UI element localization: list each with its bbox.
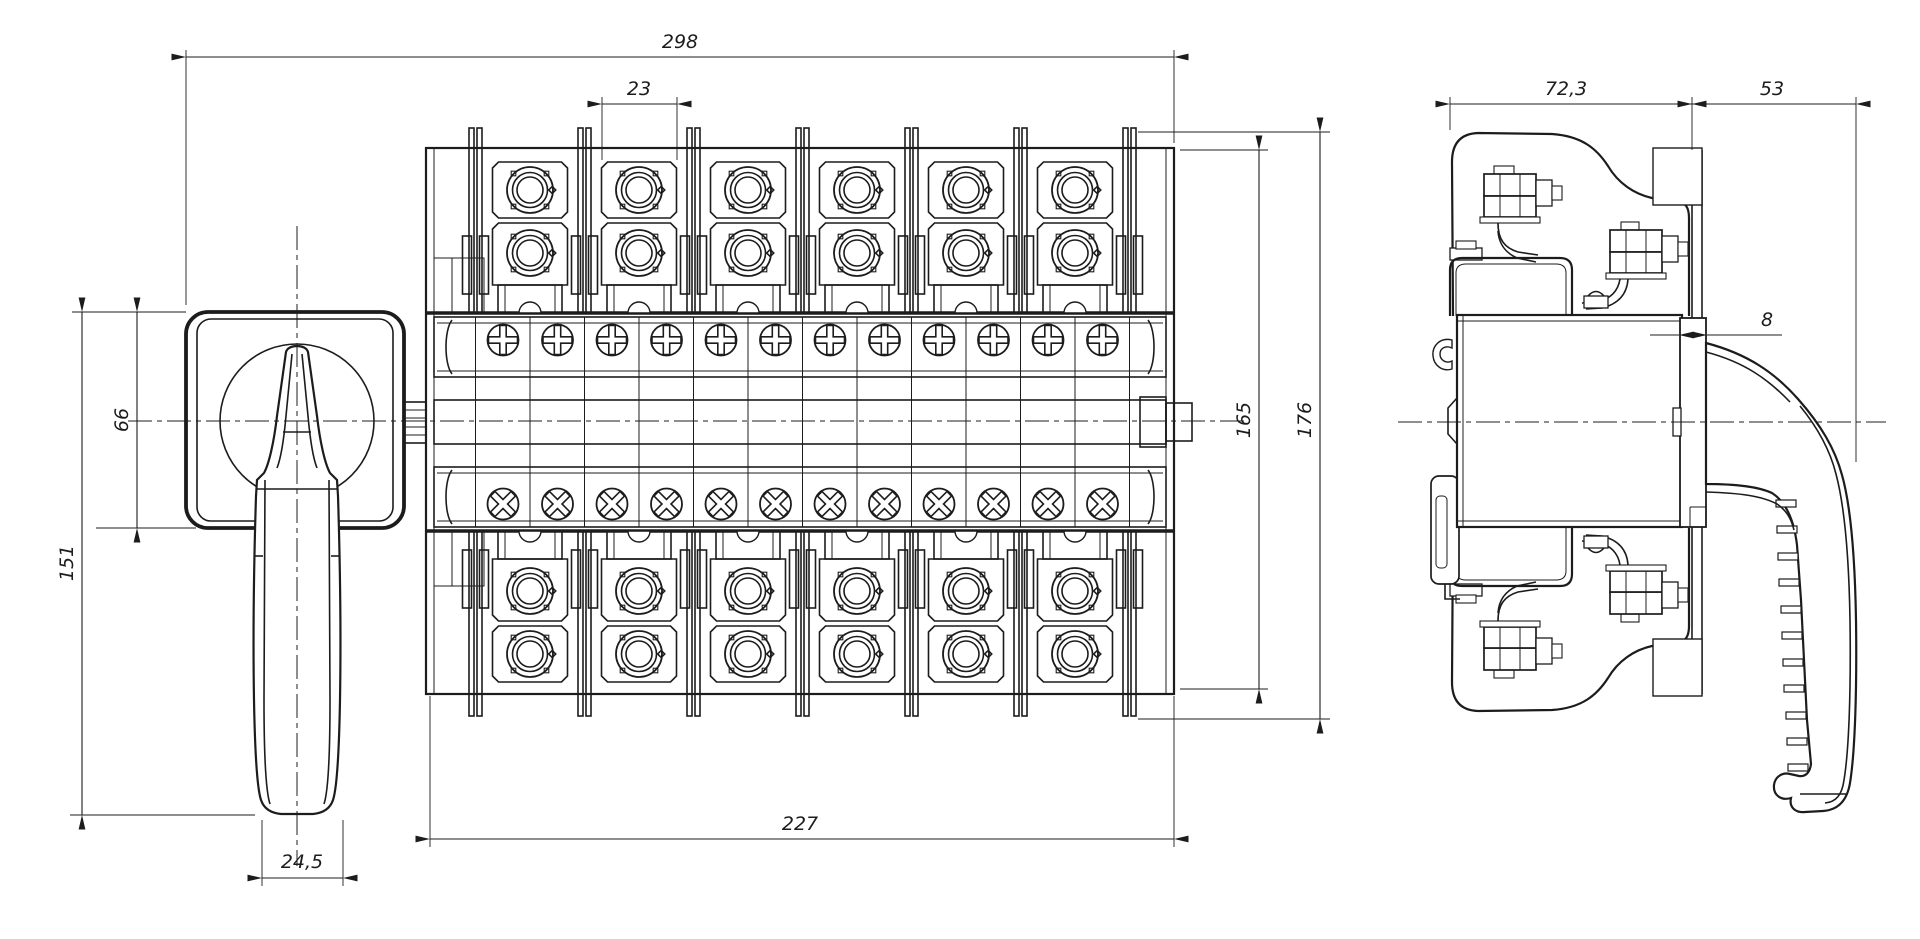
dim-label-handle-depth: 53 [1760,78,1784,100]
dim-label-body-height: 165 [1233,402,1255,438]
dim-label-contact-pitch: 23 [627,78,651,100]
dim-label-overall-height: 176 [1294,402,1316,438]
terminals-bottom [461,530,1144,717]
dim-label-overall-width: 298 [662,31,698,53]
dim-label-handle-plate-height: 66 [111,408,133,432]
side-lower-assembly [1448,526,1704,713]
dim-label-handle-length: 151 [56,545,78,581]
side-handle [1704,341,1858,814]
din-clips [1430,338,1460,600]
terminals-top [461,127,1144,314]
centerlines [128,226,1886,866]
lower-busbar-channel [426,466,1174,533]
side-upper-assembly [1448,131,1704,318]
handle-serrations [1775,499,1809,772]
dim-label-base-width: 227 [782,813,818,835]
dim-label-handle-tip-width: 24,5 [281,851,323,873]
central-shaft [403,396,1193,448]
upper-busbar-channel [426,311,1174,378]
dim-label-flange-thickness: 8 [1761,309,1773,331]
dim-label-body-depth: 72,3 [1545,78,1587,100]
dimensions: 298 23 66 151 165 176 227 24,5 72,3 53 8 [56,31,1871,886]
side-central-block [1455,313,1684,529]
side-view [1430,97,1858,814]
front-view [184,127,1193,816]
